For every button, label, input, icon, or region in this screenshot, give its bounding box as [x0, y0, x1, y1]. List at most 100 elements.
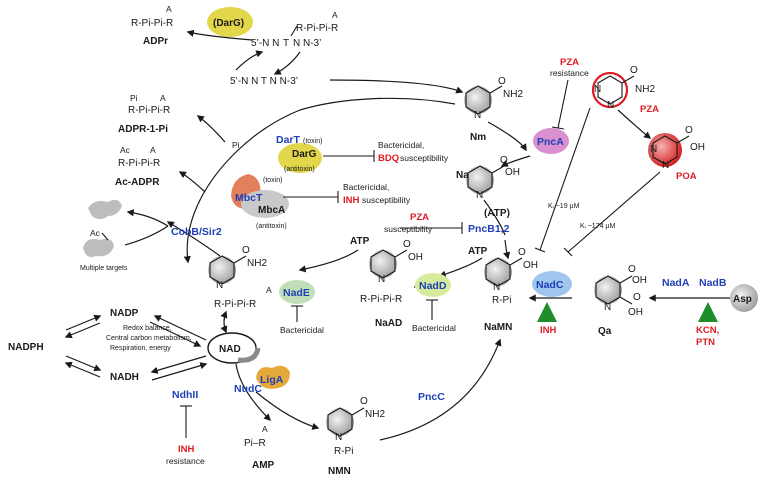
dna-mod-a: A	[332, 10, 338, 20]
nadc-blob-icon	[532, 271, 572, 297]
naad-formula: R-Pi-Pi-R	[360, 294, 402, 305]
nadp-label: NADP	[110, 308, 139, 319]
adpr-formula: R-Pi-Pi-R	[131, 18, 173, 29]
pza-mol-label: PZA	[640, 104, 659, 115]
nudc-label: NudC	[234, 383, 262, 395]
naad-oh: OH	[408, 252, 423, 263]
poa-ki-line	[567, 171, 661, 253]
pnca-label: PncA	[537, 136, 564, 148]
nad-to-nadh-arrow	[150, 355, 207, 374]
svg-text:O: O	[685, 125, 693, 136]
svg-text:OH: OH	[628, 307, 643, 318]
svg-text:OH: OH	[632, 275, 647, 286]
acadpr-label: Ac-ADPR	[115, 177, 160, 188]
targets-line	[124, 225, 169, 246]
svg-text:N: N	[335, 432, 342, 443]
inh-resistance: resistance	[166, 456, 205, 466]
bactericidal-nade: Bactericidal	[280, 325, 324, 335]
nad-molecule: N O NH2 A R-Pi-Pi-R	[208, 245, 272, 310]
darg-blob-icon	[207, 7, 253, 37]
nad-link-arrow	[220, 310, 228, 334]
pza-molecule: N N O NH2 PZA	[591, 65, 659, 115]
na-down-line	[483, 199, 506, 236]
nadph-label: NADPH	[8, 342, 44, 353]
svg-text:N: N	[604, 302, 611, 313]
nadd-label: NadD	[419, 280, 447, 292]
redox-1: Redox balance,	[123, 325, 172, 332]
mbct-label: MbcT	[235, 192, 263, 204]
bdq-susceptibility: susceptibility	[400, 153, 449, 163]
nadp-to-nad-arrow	[149, 321, 202, 347]
nadph-nadp-fwd	[65, 314, 102, 331]
svg-text:O: O	[628, 264, 636, 275]
bactericidal-dart: Bactericidal,	[378, 140, 424, 150]
nadp-nadph-rev	[64, 322, 101, 339]
nade-label: NadE	[283, 287, 310, 299]
dart-toxin: (toxin)	[303, 138, 322, 145]
inh-label-2: INH	[540, 325, 557, 336]
darg-top-label: (DarG)	[213, 18, 244, 29]
atp-1: ATP	[350, 236, 370, 247]
dna-mod-5: 5’-N N	[251, 38, 279, 49]
svg-text:N: N	[607, 100, 614, 111]
svg-text:N: N	[493, 282, 500, 293]
svg-text:OH: OH	[690, 142, 705, 153]
svg-text:N: N	[662, 160, 669, 171]
nm-to-pnca-arrow	[487, 121, 527, 152]
nadd-blob-icon	[415, 273, 451, 297]
multiple-targets: Multiple targets	[80, 265, 128, 272]
pza-resistance-text: resistance	[550, 68, 589, 78]
amp-a: A	[262, 424, 268, 434]
naad-molecule: N O OH A R-Pi-Pi-R NaAD	[360, 239, 423, 329]
redox-3: Respiration, energy	[110, 345, 171, 352]
nadh-label: NADH	[110, 372, 139, 383]
dna-mod-t: T	[283, 38, 289, 49]
na-label: Na	[456, 170, 469, 181]
ki-19: Kᵢ ~19 µM	[548, 203, 580, 210]
adpr1pi-formula: R-Pi-Pi-R	[128, 105, 170, 116]
cycle-top-arc	[299, 97, 456, 111]
namn-r-pi: R-Pi	[492, 295, 511, 306]
atp-paren: (ATP)	[484, 208, 510, 219]
svg-text:N: N	[594, 84, 601, 95]
naad-to-nad-arrow	[298, 249, 359, 273]
ac-target: Ac	[90, 228, 101, 238]
mbca-label: MbcA	[258, 205, 285, 216]
adpr-a-label: A	[166, 4, 172, 14]
pncb-label: PncB1,2	[468, 223, 510, 235]
nmn-nh2: NH2	[365, 409, 385, 420]
svg-text:O: O	[498, 76, 506, 87]
nadph-nadh-fwd	[65, 355, 102, 372]
adpr1pi-a: A	[160, 93, 166, 103]
nadh-nadph-rev	[64, 361, 101, 378]
pncc-label: PncC	[418, 391, 445, 403]
pi-label: Pi	[232, 140, 240, 150]
nudc-arrow	[235, 363, 272, 422]
bactericidal-mbct: Bactericidal,	[343, 182, 389, 192]
svg-text:N: N	[474, 110, 481, 121]
ki-174: Kᵢ ~174 µM	[580, 223, 615, 230]
adpr1pi-pi: Pi	[130, 93, 138, 103]
bactericidal-nadd: Bactericidal	[412, 323, 456, 333]
dart-darg-blob-icon	[278, 143, 322, 173]
namn-molecule: N O OH R-Pi NaMN	[484, 247, 538, 333]
namn-oh: OH	[523, 260, 538, 271]
nmn-molecule: N O NH2 R-Pi NMN	[326, 396, 385, 477]
inh-label-1: INH	[343, 195, 360, 206]
poa-molecule: N N O OH POA	[648, 125, 705, 182]
bdq-label: BDQ	[378, 153, 399, 164]
qa-label: Qa	[598, 326, 612, 337]
pza-susceptibility: susceptibility	[384, 224, 433, 234]
qa-molecule: N O OH O OH Qa	[594, 264, 647, 337]
redox-2: Central carbon metabolism,	[106, 335, 192, 342]
darg-label: DarG	[292, 149, 317, 160]
to-nm-arrow	[329, 79, 464, 94]
nad-nh2: NH2	[247, 258, 267, 269]
cycle-left-arc	[183, 109, 301, 264]
dart-darg-complex: DarT (toxin) DarG (antitoxin)	[276, 134, 322, 173]
acadpr-formula: R-Pi-Pi-R	[118, 158, 160, 169]
ptn-label: PTN	[696, 337, 715, 348]
darg-antitoxin: (antitoxin)	[284, 166, 315, 173]
svg-text:O: O	[633, 292, 641, 303]
